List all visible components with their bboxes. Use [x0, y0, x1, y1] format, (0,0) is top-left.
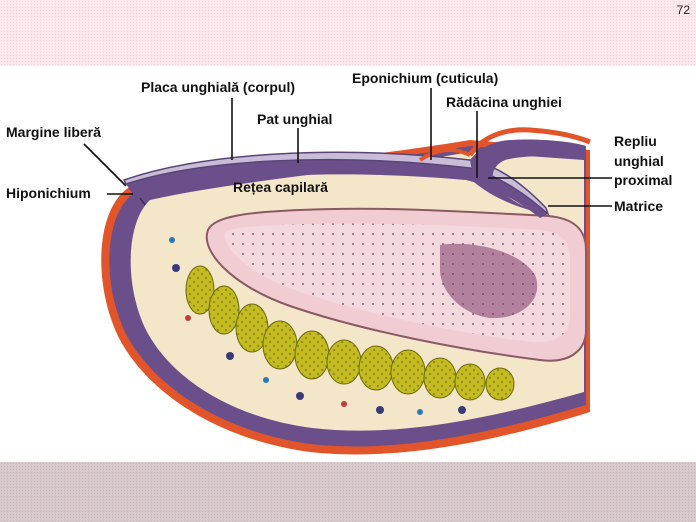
- leader-lines: [83, 88, 612, 207]
- label-eponichium: Eponichium (cuticula): [352, 70, 498, 86]
- label-matrice: Matrice: [614, 198, 663, 214]
- bottom-band: [0, 462, 696, 522]
- top-band: [0, 0, 696, 66]
- fat-lobules: [185, 265, 515, 401]
- page-number: 72: [676, 3, 690, 17]
- labels: Placa unghială (corpul) Eponichium (cuti…: [6, 70, 672, 214]
- vessels: [169, 237, 466, 415]
- label-repliu-line2: unghial: [614, 153, 664, 169]
- distal-phalanx: [205, 207, 587, 362]
- nail-unit: [122, 127, 591, 218]
- label-hiponichium: Hiponichium: [6, 185, 91, 201]
- label-margine-libera: Margine liberă: [6, 124, 101, 140]
- label-repliu-line3: proximal: [614, 172, 672, 188]
- label-repliu-line1: Repliu: [614, 133, 657, 149]
- label-retea-capilara: Rețea capilară: [233, 179, 328, 195]
- label-pat-unghial: Pat unghial: [257, 111, 332, 127]
- label-radacina-unghiei: Rădăcina unghiei: [446, 94, 562, 110]
- label-placa-unghiala: Placa unghială (corpul): [141, 79, 295, 95]
